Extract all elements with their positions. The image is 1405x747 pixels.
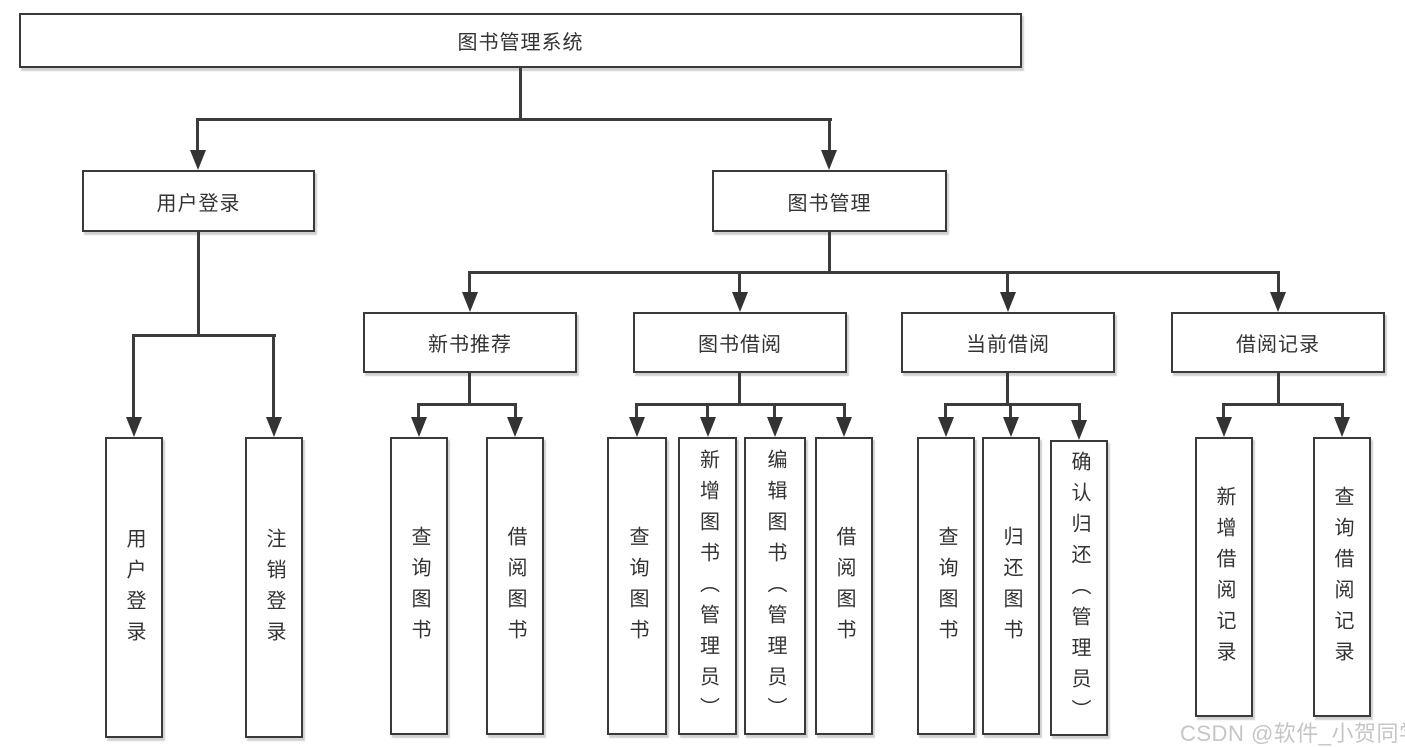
connector-drop <box>1009 403 1012 418</box>
connector-branch <box>132 334 276 337</box>
connector-stem <box>1277 373 1280 406</box>
connector-stem <box>468 373 471 406</box>
node-label: 注销登录 <box>263 527 285 652</box>
connector-root-stem <box>519 68 522 120</box>
node-new-book-recommend: 新书推荐 <box>363 312 577 373</box>
node-label: 查询图书 <box>935 526 957 650</box>
leaf-query-books: 查询图书 <box>390 437 448 735</box>
connector-drop <box>468 271 471 294</box>
node-book-borrowing: 图书借阅 <box>633 312 847 373</box>
arrow-down-icon <box>1003 417 1019 437</box>
arrow-down-icon <box>1071 420 1087 440</box>
node-label: 查询图书 <box>408 526 430 650</box>
connector-branch <box>468 271 1280 274</box>
node-label: 确认归还（管理员） <box>1068 450 1090 730</box>
arrow-down-icon <box>700 417 716 437</box>
arrow-down-icon <box>126 417 142 437</box>
node-label: 用户登录 <box>156 192 241 215</box>
node-label: 借阅图书 <box>504 526 526 650</box>
node-book-management: 图书管理 <box>712 170 947 232</box>
connector-stem <box>1006 373 1009 406</box>
connector-branch <box>417 403 517 406</box>
node-label: 借阅记录 <box>1236 334 1320 356</box>
arrow-down-icon <box>836 417 852 437</box>
connector-drop <box>828 118 831 152</box>
node-label: 编辑图书（管理员） <box>764 448 786 728</box>
arrow-down-icon <box>1000 292 1016 312</box>
leaf-confirm-return-admin: 确认归还（管理员） <box>1050 440 1108 736</box>
arrow-down-icon <box>411 417 427 437</box>
leaf-borrow-books: 借阅图书 <box>815 437 873 735</box>
connector-drop <box>272 334 275 418</box>
node-label: 借阅图书 <box>833 526 855 650</box>
arrow-down-icon <box>938 417 954 437</box>
arrow-down-icon <box>190 150 206 170</box>
connector-branch <box>944 403 1081 406</box>
connector-branch <box>635 403 846 406</box>
connector-drop <box>132 334 135 418</box>
connector-drop <box>706 403 709 418</box>
leaf-borrow-books: 借阅图书 <box>486 437 544 735</box>
connector-drop <box>1006 271 1009 294</box>
connector-root-branch <box>196 118 832 121</box>
connector-drop <box>1222 403 1225 418</box>
leaf-add-borrow-record: 新增借阅记录 <box>1195 437 1253 717</box>
arrow-down-icon <box>821 150 837 170</box>
node-label: 查询图书 <box>626 526 648 650</box>
connector-drop <box>196 118 199 152</box>
leaf-user-login: 用户登录 <box>105 437 163 738</box>
arrow-down-icon <box>629 417 645 437</box>
arrow-down-icon <box>1216 417 1232 437</box>
leaf-query-books: 查询图书 <box>917 437 975 735</box>
connector-drop <box>417 403 420 418</box>
node-library-management-system: 图书管理系统 <box>19 13 1022 68</box>
node-label: 图书管理系统 <box>457 32 584 54</box>
leaf-return-books: 归还图书 <box>982 437 1040 735</box>
connector-drop <box>635 403 638 418</box>
arrow-down-icon <box>266 417 282 437</box>
node-current-borrowing: 当前借阅 <box>901 312 1115 373</box>
leaf-query-books: 查询图书 <box>607 437 667 735</box>
node-label: 当前借阅 <box>966 334 1050 356</box>
node-label: 查询借阅记录 <box>1331 486 1353 672</box>
connector-stem <box>738 373 741 406</box>
leaf-edit-books-admin: 编辑图书（管理员） <box>744 437 806 735</box>
arrow-down-icon <box>732 292 748 312</box>
node-label: 图书借阅 <box>698 334 782 356</box>
node-user-login: 用户登录 <box>82 170 315 232</box>
node-borrowing-records: 借阅记录 <box>1171 312 1385 373</box>
connector-drop <box>1078 403 1081 421</box>
leaf-logout: 注销登录 <box>245 437 303 738</box>
connector-drop <box>843 403 846 418</box>
leaf-query-borrow-record: 查询借阅记录 <box>1313 437 1371 717</box>
connector-stem <box>197 232 200 336</box>
node-label: 图书管理 <box>787 192 872 215</box>
connector-drop <box>944 403 947 418</box>
node-label: 新增图书（管理员） <box>696 448 719 728</box>
connector-branch <box>1222 403 1344 406</box>
connector-drop <box>514 403 517 418</box>
arrow-down-icon <box>507 417 523 437</box>
arrow-down-icon <box>1270 292 1286 312</box>
leaf-add-books-admin: 新增图书（管理员） <box>678 437 737 735</box>
csdn-watermark: CSDN @软件_小贺同学 <box>1180 721 1405 746</box>
arrow-down-icon <box>767 417 783 437</box>
connector-drop <box>773 403 776 418</box>
connector-stem <box>828 232 831 274</box>
arrow-down-icon <box>462 292 478 312</box>
node-label: 归还图书 <box>1000 526 1022 650</box>
connector-drop <box>1277 271 1280 294</box>
connector-drop <box>1341 403 1344 418</box>
connector-drop <box>738 271 741 294</box>
node-label: 新书推荐 <box>428 334 512 356</box>
node-label: 新增借阅记录 <box>1213 486 1235 672</box>
node-label: 用户登录 <box>123 527 145 652</box>
arrow-down-icon <box>1334 417 1350 437</box>
